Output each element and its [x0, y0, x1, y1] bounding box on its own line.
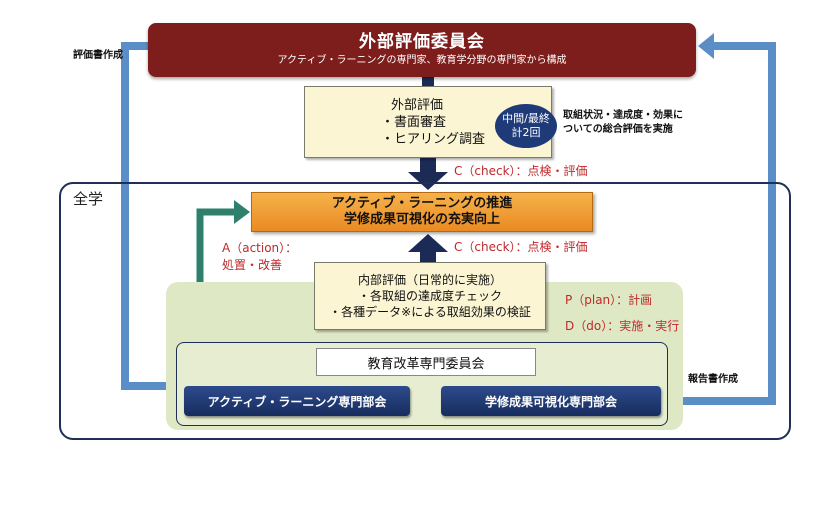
external-committee-subtitle: アクティブ・ラーニングの専門家、教育学分野の専門家から構成	[277, 55, 567, 66]
internal-evaluation-item: ・各取組の達成度チェック	[357, 289, 502, 303]
external-evaluation-item: ・ヒアリング調査	[381, 131, 486, 147]
goal-box: アクティブ・ラーニングの推進 学修成果可視化の充実向上	[251, 192, 593, 232]
internal-evaluation-title: 内部評価（日常的に実施）	[357, 273, 502, 287]
mid-final-badge-line1: 中間/最終	[502, 112, 550, 125]
external-evaluation-item: ・書面審査	[381, 114, 447, 130]
up-arrow-head-mid	[408, 234, 448, 252]
action-label-line2: 処置・改善	[222, 258, 283, 272]
check-label-mid: C（check）：点検・評価	[454, 240, 588, 254]
overall-eval-note-line1: 取組状況・達成度・効果に	[563, 110, 683, 121]
right-loop-arrow	[660, 42, 776, 405]
action-label: A（action）： 処置・改善	[222, 240, 297, 274]
down-arrow-shaft-upper	[422, 77, 434, 86]
whole-university-label: 全学	[73, 190, 104, 208]
internal-evaluation-item: ・各種データ※による取組効果の検証	[329, 305, 531, 319]
overall-eval-note: 取組状況・達成度・効果に ついての総合評価を実施	[563, 109, 683, 137]
check-label-top: C（check）：点検・評価	[454, 164, 588, 178]
down-arrow-shaft-top	[420, 158, 436, 174]
plan-label: P（plan）：計画	[565, 293, 653, 307]
down-arrow-head-top	[408, 172, 448, 190]
up-arrow-shaft-mid	[420, 250, 436, 262]
external-evaluation-title: 外部評価	[391, 97, 444, 113]
evaluation-report-label: 評価書作成	[73, 50, 123, 61]
action-label-line1: A（action）：	[222, 241, 298, 255]
overall-eval-note-line2: ついての総合評価を実施	[563, 124, 673, 135]
goal-line1: アクティブ・ラーニングの推進	[331, 196, 513, 211]
external-committee-title: 外部評価委員会	[359, 32, 485, 52]
right-loop-arrowhead	[698, 33, 714, 59]
do-label: D（do）：実施・実行	[565, 319, 680, 333]
report-label: 報告書作成	[688, 374, 738, 385]
learning-outcomes-subcommittee: 学修成果可視化専門部会	[441, 386, 661, 416]
mid-final-badge: 中間/最終 計2回	[495, 104, 557, 148]
left-loop-arrow	[121, 42, 172, 390]
mid-final-badge-line2: 計2回	[511, 126, 541, 139]
active-learning-subcommittee: アクティブ・ラーニング専門部会	[184, 386, 410, 416]
education-reform-committee: 教育改革専門委員会	[316, 348, 536, 376]
goal-line2: 学修成果可視化の充実向上	[343, 212, 500, 227]
whole-university-frame	[59, 182, 791, 440]
internal-evaluation-box: 内部評価（日常的に実施） ・各取組の達成度チェック ・各種データ※による取組効果…	[314, 262, 546, 330]
external-evaluation-box: 外部評価 ・書面審査 ・ヒアリング調査	[304, 86, 552, 158]
action-arrowhead	[234, 200, 250, 224]
external-committee-box: 外部評価委員会 アクティブ・ラーニングの専門家、教育学分野の専門家から構成	[148, 23, 696, 77]
